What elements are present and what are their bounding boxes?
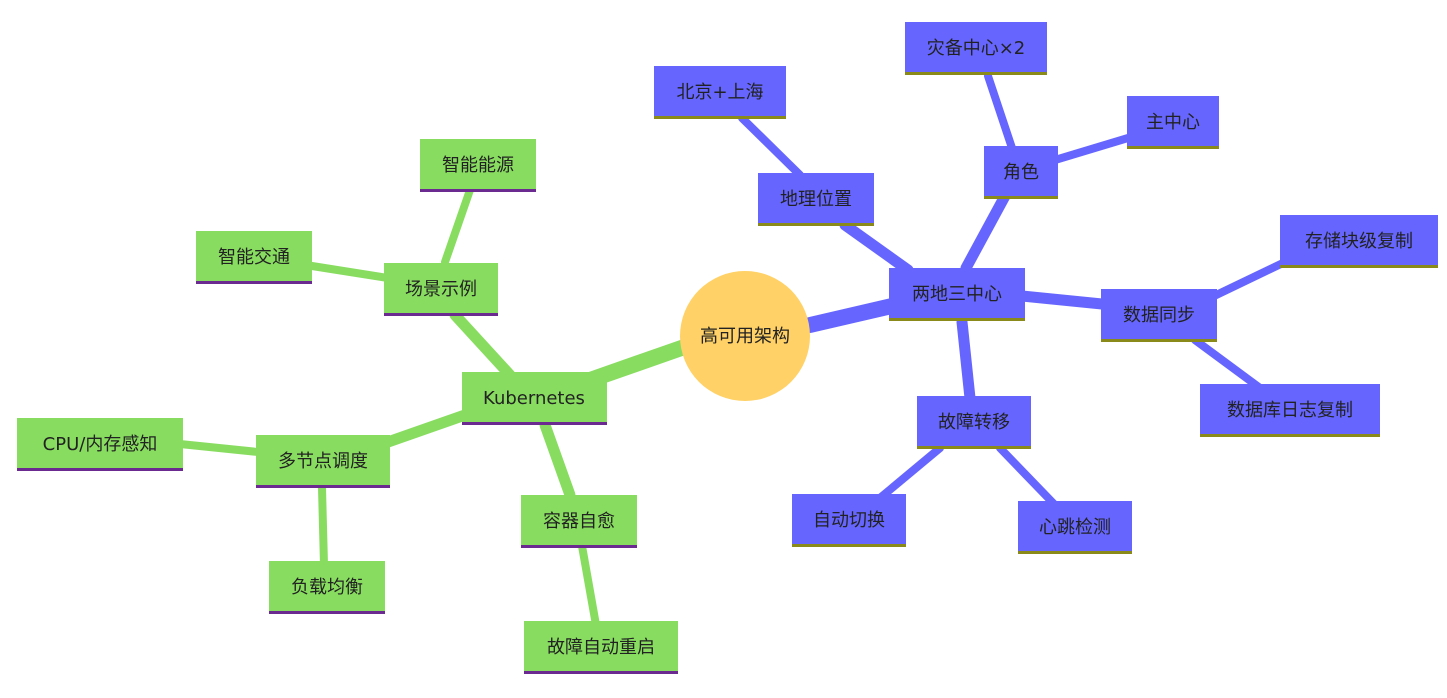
node-smart-traffic-label: 智能交通 xyxy=(218,247,290,268)
edge-two-three-data-sync xyxy=(1016,290,1108,310)
node-heartbeat-label: 心跳检测 xyxy=(1039,517,1111,538)
node-two-three-label: 两地三中心 xyxy=(912,284,1002,305)
node-heartbeat[interactable]: 心跳检测 xyxy=(1018,501,1132,554)
node-cpu-mem[interactable]: CPU/内存感知 xyxy=(17,418,183,471)
node-auto-switch-label: 自动切换 xyxy=(813,510,885,531)
edge-kubernetes-multi-node xyxy=(382,409,471,448)
node-data-sync-label: 数据同步 xyxy=(1123,305,1195,326)
node-self-heal[interactable]: 容器自愈 xyxy=(521,495,637,548)
edge-scene-smart-energy xyxy=(441,186,474,266)
edge-role-dr xyxy=(984,72,1016,152)
node-geo[interactable]: 地理位置 xyxy=(758,173,874,226)
node-db-log-rep-label: 数据库日志复制 xyxy=(1227,400,1353,421)
node-self-heal-label: 容器自愈 xyxy=(543,511,615,532)
node-smart-traffic[interactable]: 智能交通 xyxy=(196,231,312,284)
node-kubernetes[interactable]: Kubernetes xyxy=(462,372,607,425)
edge-kubernetes-self-heal xyxy=(539,419,576,501)
node-smart-energy[interactable]: 智能能源 xyxy=(420,139,536,192)
edge-failover-heartbeat xyxy=(996,444,1059,509)
node-failover[interactable]: 故障转移 xyxy=(917,396,1031,449)
node-bj-sh-label: 北京+上海 xyxy=(676,82,763,103)
edge-two-three-geo xyxy=(839,219,914,276)
node-load-balance[interactable]: 负载均衡 xyxy=(269,561,385,614)
edge-multi-node-load xyxy=(318,484,328,569)
edge-two-three-role xyxy=(960,190,1011,274)
edge-multi-node-cpu xyxy=(176,440,262,456)
node-auto-restart[interactable]: 故障自动重启 xyxy=(524,621,678,674)
node-block-rep-label: 存储块级复制 xyxy=(1305,231,1413,252)
edge-failover-auto-switch xyxy=(876,444,944,502)
node-scene-label: 场景示例 xyxy=(405,279,477,300)
node-failover-label: 故障转移 xyxy=(938,412,1010,433)
node-multi-node[interactable]: 多节点调度 xyxy=(256,435,390,488)
node-role-label: 角色 xyxy=(1003,162,1039,183)
node-db-log-rep[interactable]: 数据库日志复制 xyxy=(1200,384,1380,437)
edge-self-heal-restart xyxy=(578,542,600,629)
node-cpu-mem-label: CPU/内存感知 xyxy=(43,434,158,455)
node-scene[interactable]: 场景示例 xyxy=(384,263,498,316)
edge-kubernetes-scene xyxy=(449,309,516,381)
edge-scene-smart-traffic xyxy=(308,262,392,282)
node-main-center-label: 主中心 xyxy=(1146,112,1200,133)
edge-root-two-three xyxy=(802,298,900,333)
root-node[interactable]: 高可用架构 xyxy=(680,271,810,401)
blue-branch-edges xyxy=(738,72,1289,509)
node-kubernetes-label: Kubernetes xyxy=(483,388,585,409)
node-dr-center-label: 灾备中心×2 xyxy=(927,38,1026,59)
node-auto-restart-label: 故障自动重启 xyxy=(547,637,655,658)
node-geo-label: 地理位置 xyxy=(780,189,852,210)
edge-data-sync-block xyxy=(1206,258,1289,302)
node-load-balance-label: 负载均衡 xyxy=(291,577,363,598)
edge-geo-bjsh xyxy=(738,114,804,179)
node-data-sync[interactable]: 数据同步 xyxy=(1101,289,1217,342)
node-auto-switch[interactable]: 自动切换 xyxy=(792,494,906,547)
node-two-three-centers[interactable]: 两地三中心 xyxy=(889,268,1025,321)
node-bj-sh[interactable]: 北京+上海 xyxy=(654,66,786,119)
edge-data-sync-db xyxy=(1191,336,1264,392)
node-smart-energy-label: 智能能源 xyxy=(442,155,514,176)
node-main-center[interactable]: 主中心 xyxy=(1127,96,1219,149)
edge-two-three-failover xyxy=(956,316,976,404)
node-dr-center[interactable]: 灾备中心×2 xyxy=(905,22,1047,75)
node-multi-node-label: 多节点调度 xyxy=(278,451,368,472)
root-label: 高可用架构 xyxy=(700,326,790,347)
node-role[interactable]: 角色 xyxy=(984,146,1058,199)
edge-role-main xyxy=(1051,134,1132,164)
node-block-rep[interactable]: 存储块级复制 xyxy=(1280,215,1438,268)
